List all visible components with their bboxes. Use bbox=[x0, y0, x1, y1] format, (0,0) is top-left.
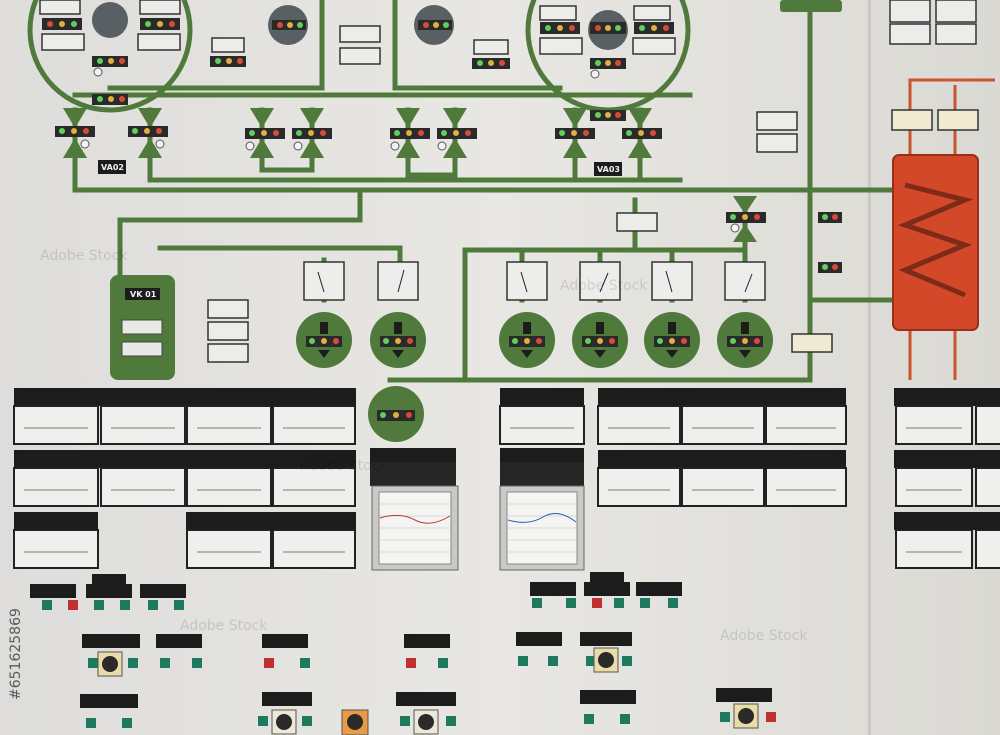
indicator-lights bbox=[42, 18, 842, 273]
svg-text:Adobe Stock: Adobe Stock bbox=[40, 248, 128, 264]
vk01-label: VK 01 bbox=[130, 290, 157, 299]
svg-text:Adobe Stock: Adobe Stock bbox=[180, 618, 268, 634]
svg-text:VA03: VA03 bbox=[597, 165, 620, 174]
pipe-junction bbox=[780, 0, 842, 12]
va03-tag: VA03 bbox=[594, 162, 622, 176]
chart-recorders bbox=[370, 448, 585, 571]
meter-bank-left bbox=[13, 388, 356, 569]
svg-text:VA02: VA02 bbox=[101, 163, 124, 172]
svg-text:Adobe Stock: Adobe Stock bbox=[560, 278, 648, 294]
va02-tag: VA02 bbox=[98, 160, 126, 174]
vk01-cabinet: VK 01 bbox=[110, 275, 175, 380]
analog-gauges bbox=[303, 261, 766, 301]
pump-symbols bbox=[296, 312, 773, 442]
heat-exchanger bbox=[892, 154, 979, 331]
svg-text:Adobe Stock: Adobe Stock bbox=[720, 628, 808, 644]
valve-symbols bbox=[63, 108, 757, 242]
meter-bank-center bbox=[499, 388, 847, 507]
meter-bank-right bbox=[894, 388, 1000, 569]
svg-text:Adobe Stock: Adobe Stock bbox=[300, 458, 388, 474]
switch-buttons bbox=[42, 598, 776, 728]
bottom-label-plates bbox=[30, 572, 772, 708]
panel-seam bbox=[868, 0, 871, 735]
meter-scales bbox=[24, 427, 962, 553]
rotary-selectors bbox=[97, 647, 759, 735]
amber-displays bbox=[791, 109, 979, 353]
watermark: Adobe Stock Adobe Stock Adobe Stock Adob… bbox=[40, 248, 808, 644]
top-display-boxes bbox=[39, 0, 977, 363]
watermark-id: #651625869 bbox=[8, 608, 24, 700]
